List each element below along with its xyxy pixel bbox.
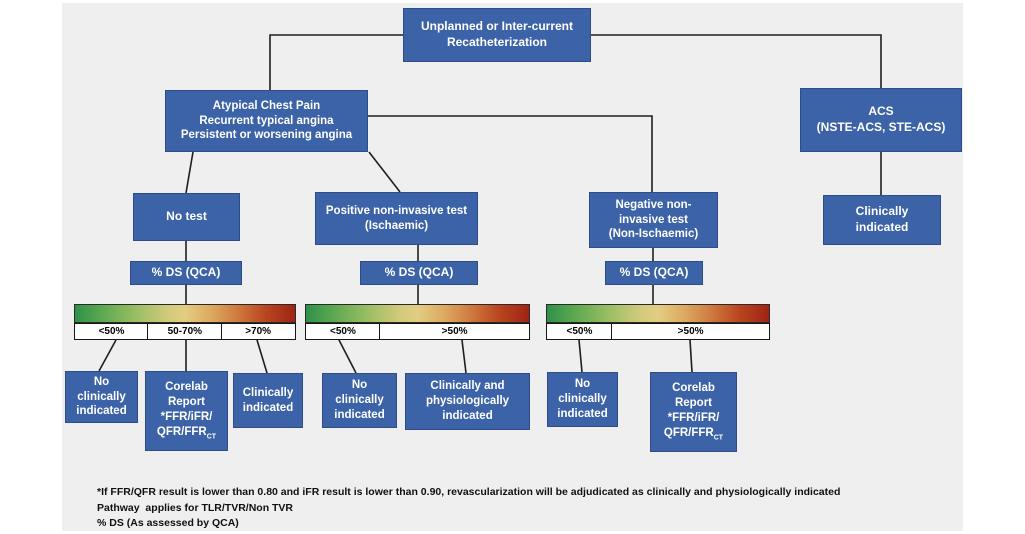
node-negative-noninvasive-test: Negative non- invasive test (Non-Ischaem… [589, 192, 718, 248]
scale-cell: <50% [305, 323, 381, 340]
node-label: Corelab Report *FFR/iFR/ QFR/FFRCT [663, 382, 724, 442]
subscript-ct: CT [713, 434, 724, 442]
node-no-clinically-indicated-1: No clinically indicated [65, 371, 138, 423]
scale-cell: >70% [220, 323, 296, 340]
scale-cell: <50% [546, 323, 613, 340]
stenosis-scale-1: <50% 50-70% >70% [74, 304, 296, 340]
node-label: Atypical Chest Pain Recurrent typical an… [180, 99, 353, 142]
node-label: Clinically indicated [855, 204, 909, 234]
severity-gradient-bar [74, 304, 296, 323]
node-clinically-physiologically-indicated: Clinically and physiologically indicated [405, 373, 530, 430]
node-acs-clinically-indicated: Clinically indicated [823, 195, 941, 245]
footnote-line: % DS (As assessed by QCA) [97, 517, 239, 529]
node-label: % DS (QCA) [619, 265, 689, 280]
severity-gradient-bar [305, 304, 530, 323]
node-label: Clinically and physiologically indicated [425, 380, 510, 422]
node-no-clinically-indicated-3: No clinically indicated [547, 372, 618, 427]
node-label: No test [166, 209, 207, 224]
node-positive-noninvasive-test: Positive non-invasive test (Ischaemic) [315, 192, 478, 245]
node-recatheterization: Unplanned or Inter-current Recatheteriza… [403, 8, 591, 62]
node-ds-qca-1: % DS (QCA) [130, 261, 242, 285]
scale-cell: <50% [74, 323, 149, 340]
node-label: No clinically indicated [76, 375, 127, 418]
stenosis-scale-3: <50% >50% [546, 304, 770, 340]
node-acs: ACS (NSTE-ACS, STE-ACS) [800, 88, 962, 152]
node-label: ACS (NSTE-ACS, STE-ACS) [816, 104, 946, 134]
scale-cell: >50% [379, 323, 530, 340]
scale-cell: 50-70% [147, 323, 223, 340]
node-no-clinically-indicated-2: No clinically indicated [322, 373, 397, 428]
node-clinically-indicated-1: Clinically indicated [233, 373, 303, 428]
node-label: Clinically indicated [242, 386, 294, 414]
subscript-ct: CT [206, 433, 217, 441]
node-label: Corelab Report *FFR/iFR/ QFR/FFRCT [156, 381, 217, 441]
footnote-line: *If FFR/QFR result is lower than 0.80 an… [97, 486, 841, 498]
node-corelab-report-1: Corelab Report *FFR/iFR/ QFR/FFRCT [145, 371, 228, 451]
severity-gradient-bar [546, 304, 770, 323]
stenosis-scale-2: <50% >50% [305, 304, 530, 340]
footnotes: *If FFR/QFR result is lower than 0.80 an… [97, 485, 840, 532]
scale-cell: >50% [611, 323, 770, 340]
node-label: Unplanned or Inter-current Recatheteriza… [420, 19, 573, 49]
node-no-test: No test [133, 193, 240, 241]
node-label: Positive non-invasive test (Ischaemic) [325, 204, 468, 232]
node-label: % DS (QCA) [151, 265, 221, 280]
node-corelab-report-2: Corelab Report *FFR/iFR/ QFR/FFRCT [650, 372, 737, 452]
node-label: No clinically indicated [557, 378, 608, 420]
node-label: No clinically indicated [334, 379, 385, 421]
node-label: % DS (QCA) [384, 265, 454, 280]
node-label: Negative non- invasive test (Non-Ischaem… [608, 198, 699, 241]
node-atypical-chest-pain: Atypical Chest Pain Recurrent typical an… [165, 90, 368, 152]
node-ds-qca-3: % DS (QCA) [605, 261, 703, 285]
node-ds-qca-2: % DS (QCA) [360, 261, 478, 285]
footnote-line: Pathway applies for TLR/TVR/Non TVR [97, 501, 294, 514]
